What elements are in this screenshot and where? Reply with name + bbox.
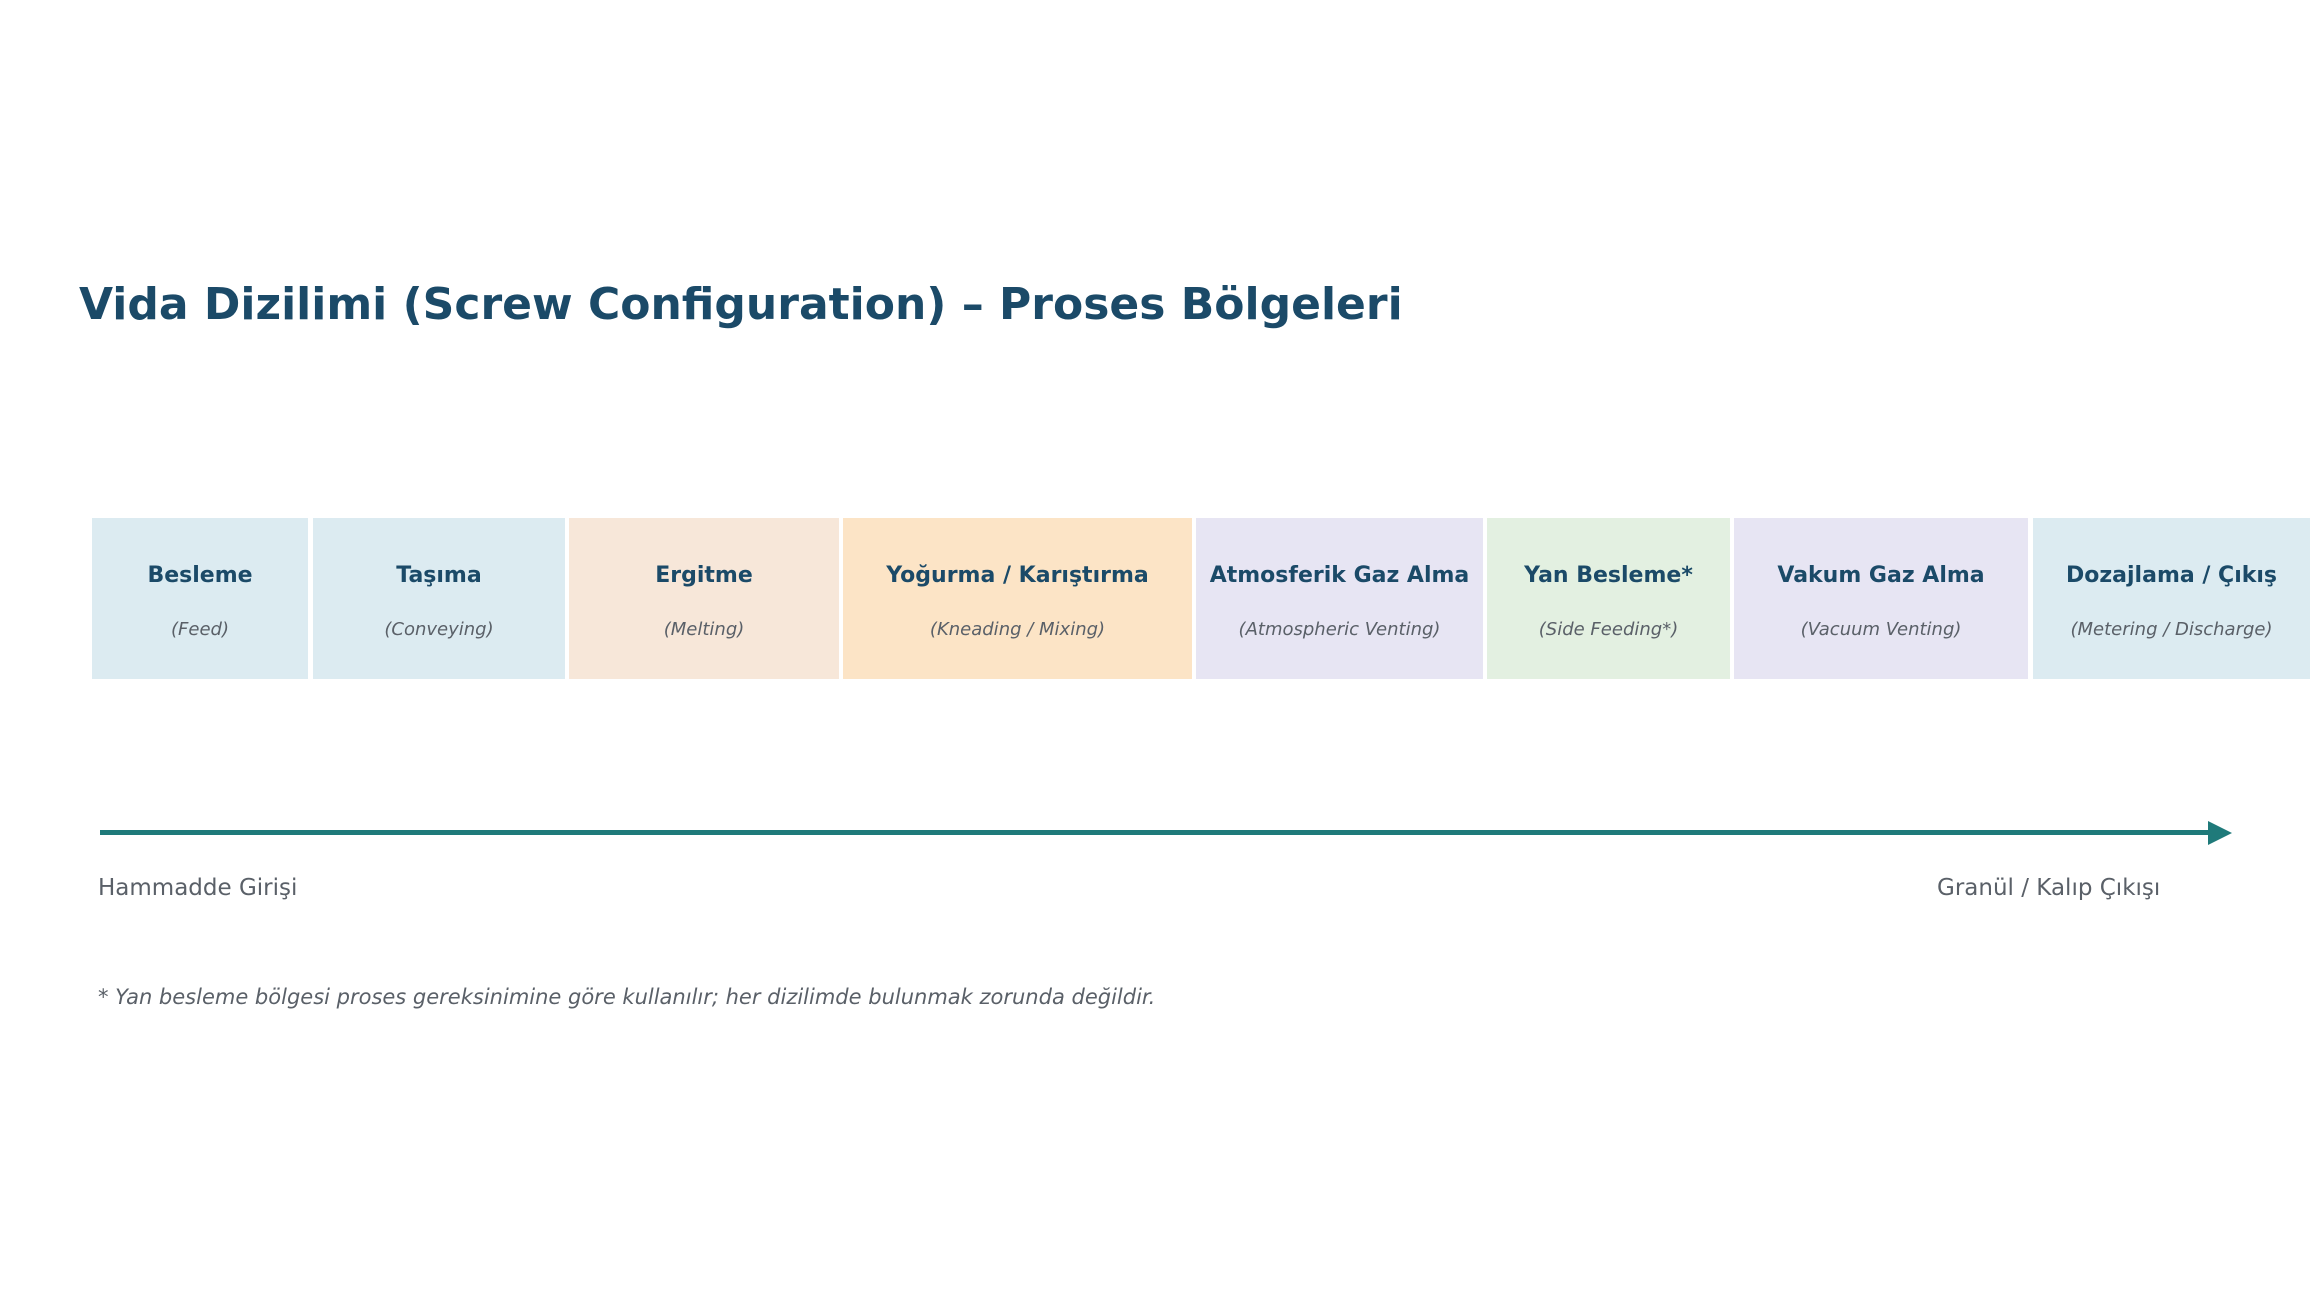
- zone-label: Yoğurma / Karıştırma: [886, 563, 1149, 588]
- zone-label: Dozajlama / Çıkış: [2065, 563, 2278, 588]
- flow-line: [100, 830, 2212, 835]
- zone-feed: Besleme (Feed): [92, 518, 308, 679]
- zone-subtitle: (Conveying): [384, 619, 494, 640]
- zone-label: Vakum Gaz Alma: [1777, 563, 1985, 588]
- zone-label: Ergitme: [655, 563, 753, 588]
- zone-subtitle: (Vacuum Venting): [1800, 619, 1962, 640]
- process-zones: Besleme (Feed) Taşıma (Conveying) Ergitm…: [92, 518, 2318, 679]
- zone-metering-discharge: Dozajlama / Çıkış (Metering / Discharge): [2033, 518, 2310, 679]
- zone-subtitle: (Kneading / Mixing): [929, 619, 1106, 640]
- arrow-right-icon: [2208, 821, 2232, 845]
- zone-atmospheric-venting: Atmosferik Gaz Alma (Atmospheric Venting…: [1196, 518, 1483, 679]
- zone-conveying: Taşıma (Conveying): [313, 518, 565, 679]
- zone-label: Besleme: [147, 563, 253, 588]
- flow-end-label: Granül / Kalıp Çıkışı: [1937, 875, 2161, 901]
- zone-subtitle: (Feed): [171, 619, 229, 640]
- page-title: Vida Dizilimi (Screw Configuration) – Pr…: [79, 279, 1403, 330]
- zone-side-feeding: Yan Besleme* (Side Feeding*): [1487, 518, 1730, 679]
- zone-subtitle: (Melting): [663, 619, 745, 640]
- footnote: * Yan besleme bölgesi proses gereksinimi…: [98, 985, 1156, 1009]
- zone-subtitle: (Atmospheric Venting): [1238, 619, 1441, 640]
- zone-vacuum-venting: Vakum Gaz Alma (Vacuum Venting): [1734, 518, 2028, 679]
- zone-subtitle: (Metering / Discharge): [2070, 619, 2273, 640]
- zone-label: Yan Besleme*: [1524, 563, 1693, 588]
- zone-label: Taşıma: [396, 563, 482, 588]
- zone-subtitle: (Side Feeding*): [1538, 619, 1679, 640]
- zone-melting: Ergitme (Melting): [569, 518, 839, 679]
- flow-start-label: Hammadde Girişi: [98, 875, 298, 901]
- zone-label: Atmosferik Gaz Alma: [1209, 563, 1470, 588]
- process-flow-arrow: [100, 816, 2234, 850]
- zone-kneading-mixing: Yoğurma / Karıştırma (Kneading / Mixing): [843, 518, 1192, 679]
